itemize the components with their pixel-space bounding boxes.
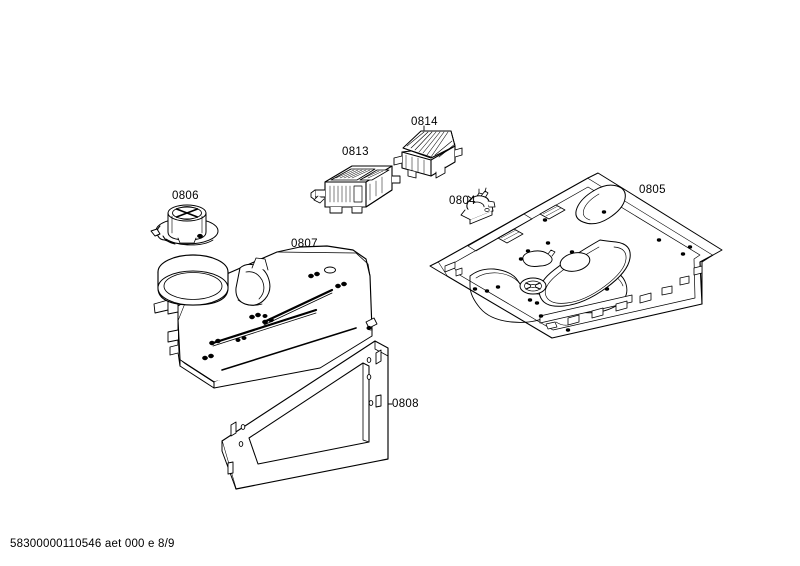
part-0814-power-module-heatsink: [394, 126, 462, 178]
part-label-0807: 0807: [291, 238, 318, 250]
part-label-0806: 0806: [172, 190, 199, 202]
part-0807-fan-duct-panel: [154, 246, 377, 388]
document-footer-code: 58300000110546 aet 000 e 8/9: [10, 538, 175, 550]
part-label-0814: 0814: [411, 116, 438, 128]
part-0805-top-cover-panel: [430, 173, 722, 338]
part-label-0804: 0804: [449, 195, 476, 207]
part-0806-cooling-fan-motor: [151, 205, 218, 245]
part-0813-control-module: [311, 166, 400, 213]
part-label-0805: 0805: [639, 184, 666, 196]
part-label-0813: 0813: [342, 146, 369, 158]
part-0808-front-frame-bezel: [222, 341, 392, 489]
part-label-0808: 0808: [392, 398, 419, 410]
part-0804-thermal-switch: [461, 188, 495, 224]
